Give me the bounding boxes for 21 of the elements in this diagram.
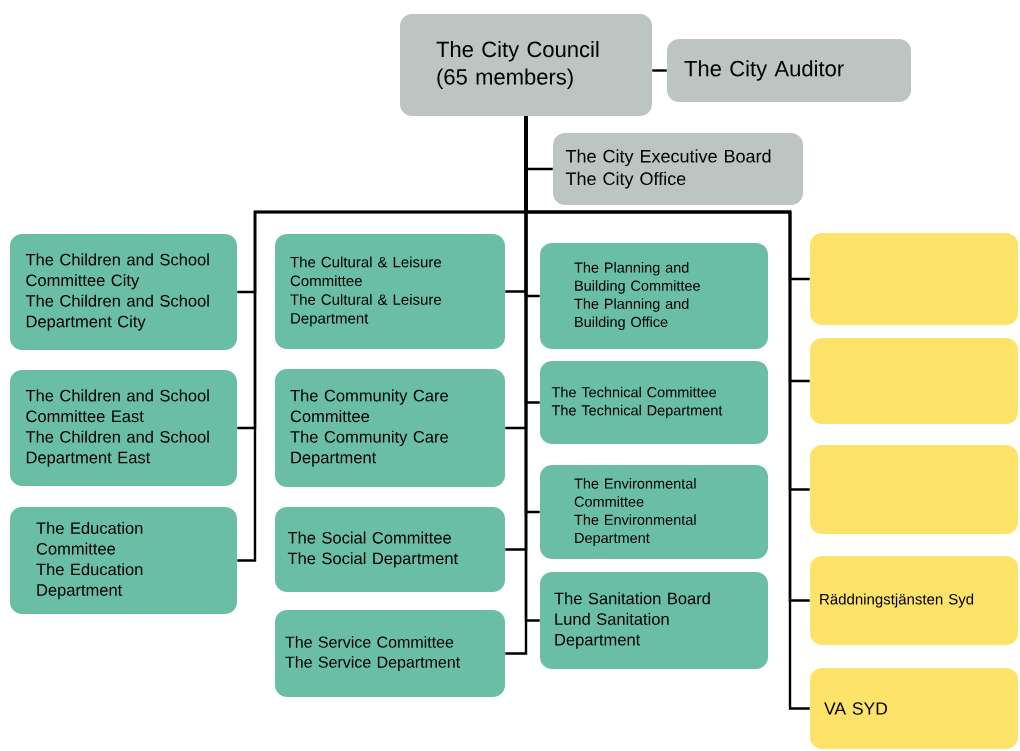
unit-box: The Social Committee The Social Department bbox=[275, 507, 505, 592]
unit-box: The City Executive Board The City Office bbox=[553, 133, 803, 205]
connector-line bbox=[652, 69, 667, 72]
unit-box: The City Council (65 members) bbox=[400, 14, 652, 116]
unit-box: The Children and School Committee East The Children and School Department East bbox=[10, 370, 237, 486]
unit-box: The Service Committee The Service Department bbox=[275, 610, 505, 697]
unit-box: The City Auditor bbox=[667, 39, 911, 102]
unit-box: Räddningstjänsten Syd bbox=[810, 556, 1018, 645]
unit-box: The Sanitation Board Lund Sanitation Department bbox=[540, 572, 768, 669]
unit-box: The Community Care Committee The Community Care Department bbox=[275, 369, 505, 487]
unit-box: The Education Committee The Education Department bbox=[10, 507, 237, 614]
unit-box bbox=[810, 445, 1018, 534]
unit-box bbox=[810, 233, 1018, 325]
unit-box: The Technical Committee The Technical Department bbox=[540, 361, 768, 444]
unit-box: The Cultural & Leisure Committee The Cultural & Leisure Department bbox=[275, 234, 505, 349]
unit-box: The Environmental Committee The Environmental Department bbox=[540, 465, 768, 559]
unit-box: The Planning and Building Committee The Planning and Building Office bbox=[540, 243, 768, 349]
unit-box: VA SYD bbox=[810, 668, 1018, 749]
unit-box: The Children and School Committee City The Children and School Department City bbox=[10, 234, 237, 350]
connector-line bbox=[524, 116, 810, 710]
unit-box bbox=[810, 338, 1018, 424]
